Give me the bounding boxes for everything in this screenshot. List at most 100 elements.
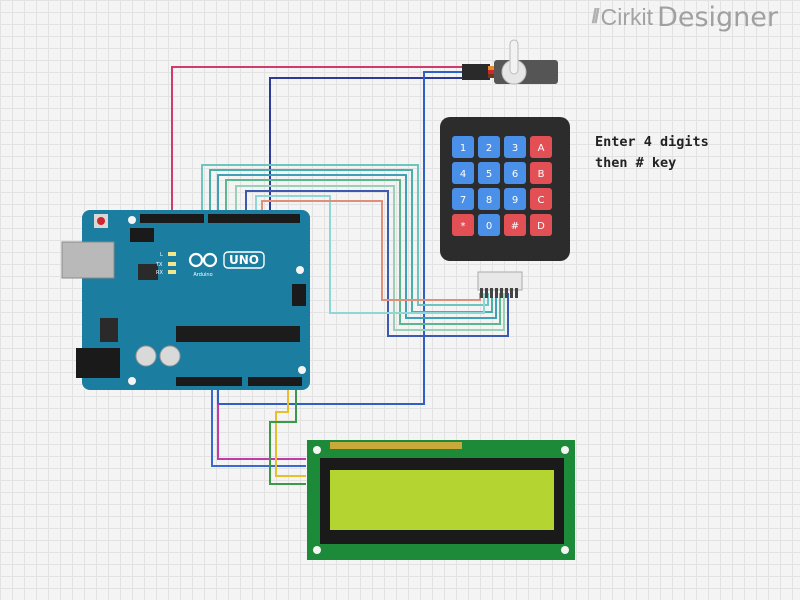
keypad-key-7[interactable] bbox=[530, 162, 552, 184]
wire-servo-ground[interactable] bbox=[217, 71, 466, 405]
mount-hole-3 bbox=[128, 377, 136, 385]
lcd-mount-hole-3 bbox=[313, 546, 321, 554]
keypad-key-13[interactable] bbox=[478, 214, 500, 236]
servo-wire-brown bbox=[488, 74, 494, 78]
keypad-key-label: # bbox=[511, 221, 519, 232]
arduino-uno[interactable]: L TX RX UNO Arduino bbox=[61, 210, 310, 390]
capacitor-1 bbox=[135, 345, 157, 367]
capacitor-2 bbox=[159, 345, 181, 367]
uno-logo-text: UNO bbox=[229, 253, 259, 267]
cirkit-logo-icon: // bbox=[591, 5, 600, 28]
servo-wire-orange bbox=[488, 66, 494, 70]
lcd-mount-hole-4 bbox=[561, 546, 569, 554]
keypad-key-label: 7 bbox=[460, 195, 466, 206]
wires bbox=[171, 66, 509, 485]
keypad-key-1[interactable] bbox=[478, 136, 500, 158]
analog-header[interactable] bbox=[248, 377, 302, 386]
wire-keypad-8[interactable] bbox=[261, 200, 481, 301]
keypad-key-label: 8 bbox=[486, 195, 492, 206]
label-tx: TX bbox=[155, 262, 163, 268]
mount-hole-4 bbox=[298, 366, 306, 374]
keypad-key-label: 9 bbox=[512, 195, 518, 206]
wire-keypad-2[interactable] bbox=[209, 169, 493, 313]
keypad-key-0[interactable] bbox=[452, 136, 474, 158]
logo-cirkit-text: Cirkit bbox=[600, 3, 654, 30]
reset-button-cap bbox=[97, 217, 105, 225]
keypad-key-label: 2 bbox=[486, 143, 492, 154]
label-l: L bbox=[160, 252, 163, 258]
wire-keypad-3[interactable] bbox=[217, 174, 497, 319]
instruction-line-1: Enter 4 digits bbox=[595, 134, 709, 150]
keypad-key-label: 4 bbox=[460, 169, 466, 180]
usb-connector bbox=[61, 241, 115, 279]
wire-lcd-4[interactable] bbox=[269, 386, 306, 485]
keypad-key-label: A bbox=[538, 143, 545, 154]
usb-chip bbox=[138, 264, 158, 280]
lcd-screen bbox=[330, 470, 554, 530]
keypad-key-5[interactable] bbox=[478, 162, 500, 184]
led-l bbox=[168, 252, 176, 256]
wire-keypad-7[interactable] bbox=[255, 195, 485, 314]
wire-keypad-1[interactable] bbox=[201, 164, 489, 306]
keypad-key-11[interactable] bbox=[530, 188, 552, 210]
keypad-key-4[interactable] bbox=[452, 162, 474, 184]
keypad-key-8[interactable] bbox=[452, 188, 474, 210]
keypad-key-3[interactable] bbox=[530, 136, 552, 158]
keypad-key-9[interactable] bbox=[478, 188, 500, 210]
keypad-key-14[interactable] bbox=[504, 214, 526, 236]
lcd-16x2[interactable] bbox=[307, 440, 575, 560]
power-jack bbox=[76, 348, 120, 378]
lcd-mount-hole-2 bbox=[561, 446, 569, 454]
icsp-header-right bbox=[292, 284, 306, 306]
wire-keypad-4[interactable] bbox=[225, 179, 501, 325]
instruction-line-2: then # key bbox=[595, 155, 677, 171]
lcd-pin-header[interactable] bbox=[330, 442, 462, 449]
keypad-key-10[interactable] bbox=[504, 188, 526, 210]
wire-servo-power[interactable] bbox=[171, 66, 466, 216]
keypad-pins bbox=[480, 288, 518, 298]
wire-lcd-1[interactable] bbox=[211, 386, 306, 467]
power-header[interactable] bbox=[176, 377, 242, 386]
arduino-logo-icon bbox=[188, 252, 218, 268]
atmega-chip bbox=[176, 326, 300, 342]
regulator-chip bbox=[100, 318, 118, 342]
keypad-key-label: * bbox=[461, 221, 466, 232]
keypad-key-label: D bbox=[537, 221, 545, 232]
wire-lcd-2[interactable] bbox=[217, 404, 306, 460]
keypad-key-2[interactable] bbox=[504, 136, 526, 158]
logo-designer-text: Designer bbox=[657, 1, 778, 33]
digital-header-a[interactable] bbox=[140, 214, 204, 223]
lcd-mount-hole-1 bbox=[313, 446, 321, 454]
arduino-board bbox=[82, 210, 310, 390]
wire-lcd-3[interactable] bbox=[275, 386, 306, 477]
keypad-connector[interactable] bbox=[477, 271, 523, 291]
keypad-key-label: 1 bbox=[460, 143, 466, 154]
instruction-note[interactable]: Enter 4 digits then # key bbox=[595, 132, 709, 174]
wire-keypad-6[interactable] bbox=[245, 190, 509, 337]
keypad-key-label: 0 bbox=[486, 221, 492, 232]
servo-connector[interactable] bbox=[462, 64, 490, 80]
keypad-key-label: 3 bbox=[512, 143, 518, 154]
digital-header-b[interactable] bbox=[208, 214, 300, 223]
cirkit-designer-logo: // Cirkit Designer bbox=[591, 1, 778, 33]
keypad-key-label: B bbox=[538, 169, 545, 180]
wire-keypad-5[interactable] bbox=[235, 185, 505, 331]
icsp-header-top bbox=[130, 228, 154, 242]
keypad-key-6[interactable] bbox=[504, 162, 526, 184]
uno-badge bbox=[223, 251, 265, 269]
servo-wire-red bbox=[488, 70, 494, 74]
servo-motor[interactable] bbox=[462, 39, 558, 85]
led-tx bbox=[168, 262, 176, 266]
keypad-key-label: 5 bbox=[486, 169, 492, 180]
keypad-key-15[interactable] bbox=[530, 214, 552, 236]
keypad-key-label: C bbox=[538, 195, 545, 206]
servo-horn-icon[interactable] bbox=[509, 39, 519, 75]
led-rx bbox=[168, 270, 176, 274]
mount-hole-1 bbox=[128, 216, 136, 224]
keypad-key-12[interactable] bbox=[452, 214, 474, 236]
arduino-brand-text: Arduino bbox=[193, 272, 212, 278]
mount-hole-2 bbox=[296, 266, 304, 274]
